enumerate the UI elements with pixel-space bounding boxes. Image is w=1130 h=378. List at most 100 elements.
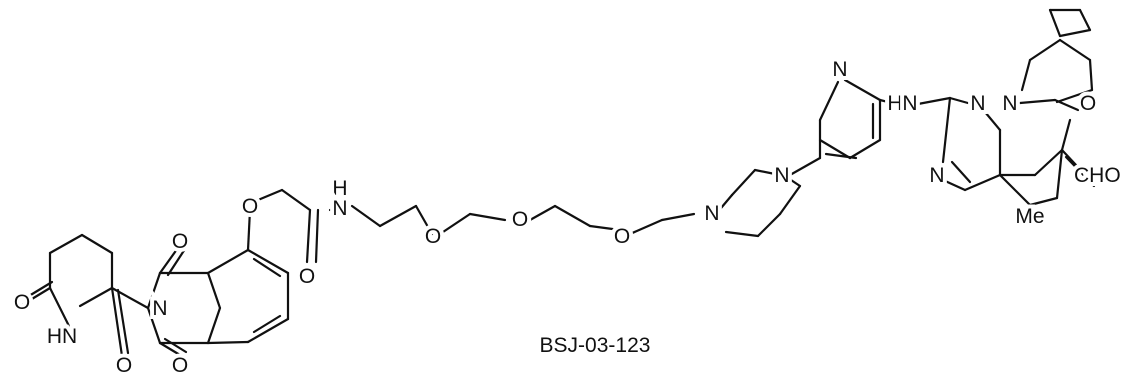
phthalimide-oxygen-top: O (172, 230, 188, 253)
bond-23 (246, 248, 290, 275)
bond-50 (756, 212, 782, 238)
bond-20 (158, 341, 182, 357)
atom-labels: O HN O O N O O O H N O O O N N N H N N N… (10, 54, 1125, 378)
bond-41 (553, 204, 592, 228)
amide-carbonyl-oxygen: O (299, 265, 315, 288)
bond-9 (116, 288, 130, 355)
bond-83 (1088, 58, 1094, 92)
amide-nitrogen: N (332, 197, 347, 220)
bond-38 (438, 212, 472, 236)
phthalimide-nitrogen: N (152, 297, 167, 320)
bond-73 (1055, 148, 1064, 200)
bond-29 (246, 208, 252, 252)
bond-37 (414, 204, 434, 236)
lactam-oxygen: O (1080, 92, 1096, 115)
bond-77 (1064, 155, 1096, 188)
bond-10 (22, 280, 54, 301)
piperazine-nitrogen-upper: N (774, 164, 789, 187)
bond-65 (941, 178, 967, 192)
bond-31 (280, 188, 312, 212)
glutarimide-oxygen-left: O (14, 291, 30, 314)
peg-oxygen-3: O (614, 225, 630, 248)
bond-35 (350, 204, 382, 228)
bond-44 (660, 212, 696, 222)
bond-22 (206, 248, 250, 275)
bond-19 (166, 247, 187, 277)
formyl-group: CHO (1074, 164, 1121, 187)
bond-11 (110, 286, 150, 310)
bond-49 (778, 184, 802, 216)
compound-name: BSJ-03-123 (540, 334, 651, 357)
bond-4 (80, 233, 114, 255)
bond-27 (252, 257, 282, 278)
bond-80 (1020, 58, 1032, 92)
bond-52 (788, 156, 822, 177)
bond-55 (843, 78, 882, 102)
peg-oxygen-2: O (512, 208, 528, 231)
bond-88 (1058, 28, 1092, 38)
bond-21 (163, 337, 188, 354)
bond-12 (146, 271, 162, 310)
bond-30 (256, 188, 284, 202)
bond-33 (314, 208, 320, 264)
bond-40 (528, 204, 557, 222)
bond-69 (950, 160, 972, 184)
pyridone-nitrogen: N (1002, 92, 1017, 115)
bond-87 (1078, 8, 1092, 32)
pyridine-nitrogen: N (832, 58, 847, 81)
bond-46 (730, 168, 757, 197)
bond-18 (158, 243, 182, 275)
bond-68 (983, 110, 1002, 132)
peg-oxygen-1: O (425, 225, 441, 248)
bond-72 (1060, 118, 1072, 152)
bond-7 (48, 286, 74, 334)
glutarimide-nh: HN (47, 325, 77, 348)
bond-51 (724, 230, 760, 238)
bond-71 (1033, 148, 1064, 177)
bond-59 (824, 152, 858, 160)
bond-lines (20, 8, 1096, 358)
piperazine-nitrogen-lower: N (704, 202, 719, 225)
linker-nh-hydrogen: H (887, 92, 902, 115)
bond-1 (20, 286, 52, 307)
bond-85 (1048, 8, 1062, 38)
bond-62 (916, 96, 952, 106)
phthalimide-oxygen-bottom: O (172, 354, 188, 377)
bond-6 (78, 286, 114, 308)
pyrimidine-nitrogen-3: N (929, 164, 944, 187)
glutarimide-oxygen-bottom: O (116, 354, 132, 377)
linker-nh-nitrogen: N (902, 92, 917, 115)
bond-76 (1060, 148, 1092, 182)
bond-48 (786, 176, 802, 188)
bond-47 (753, 168, 777, 176)
bond-15 (206, 306, 222, 345)
bond-78 (1018, 98, 1057, 105)
bond-57 (848, 138, 882, 160)
bond-28 (252, 314, 282, 334)
bond-74 (1028, 196, 1059, 207)
methyl-group: Me (1015, 205, 1044, 228)
bond-3 (48, 233, 84, 255)
bond-26 (206, 340, 250, 345)
bond-75 (998, 173, 1032, 207)
pyrimidine-nitrogen-1: N (970, 92, 985, 115)
bond-42 (588, 224, 622, 232)
bond-45 (714, 193, 734, 216)
bond-66 (963, 173, 1002, 192)
bond-61 (878, 98, 902, 107)
bond-25 (246, 317, 290, 344)
bond-81 (1028, 38, 1062, 62)
bond-63 (948, 96, 977, 107)
bond-64 (941, 96, 952, 164)
bond-82 (1058, 38, 1092, 62)
bond-32 (305, 208, 312, 264)
bond-8 (110, 286, 124, 358)
amide-hydrogen: H (332, 177, 347, 200)
bond-36 (378, 204, 418, 228)
bond-43 (628, 218, 664, 236)
bond-54 (818, 80, 840, 122)
aryl-ether-oxygen: O (242, 195, 258, 218)
bond-17 (146, 306, 162, 345)
bond-39 (468, 212, 507, 222)
